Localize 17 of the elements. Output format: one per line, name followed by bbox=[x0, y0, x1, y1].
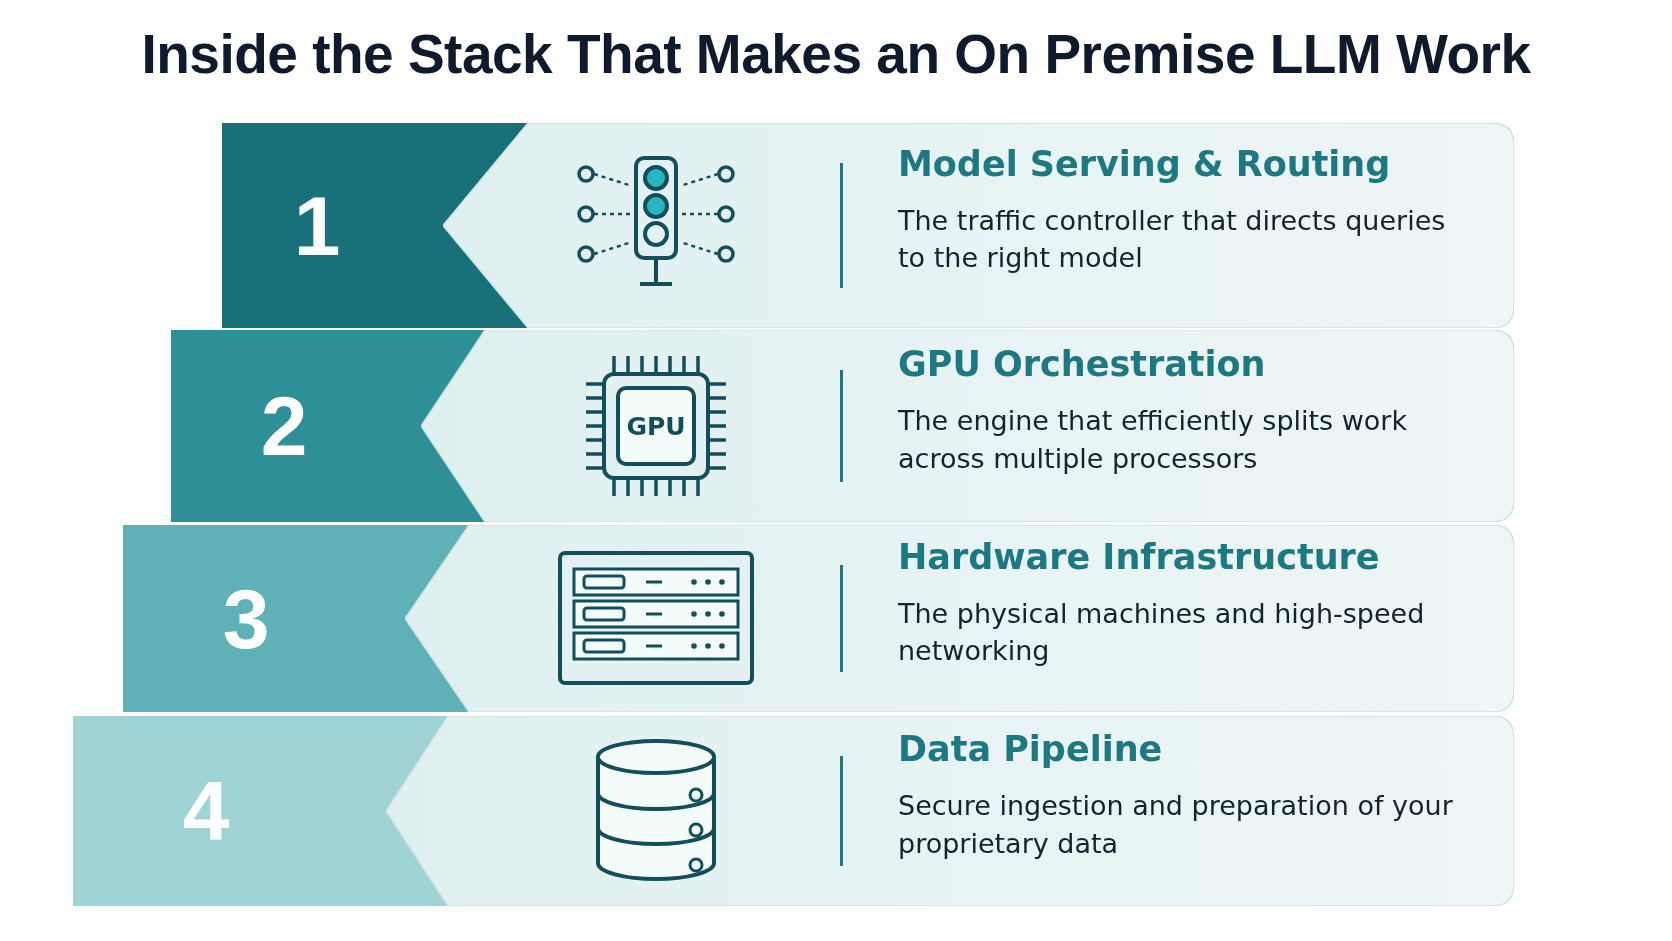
step-tab bbox=[73, 716, 448, 906]
step-number: 1 bbox=[293, 183, 341, 268]
step-tab bbox=[123, 525, 469, 712]
step-tab bbox=[171, 330, 485, 522]
step-heading: GPU Orchestration bbox=[898, 344, 1266, 384]
step-number: 3 bbox=[222, 576, 270, 661]
step-description: The engine that efficiently splits work across multiple processors bbox=[898, 404, 1409, 476]
step-description: The physical machines and high-speed networking bbox=[898, 596, 1426, 669]
step-number: 2 bbox=[260, 384, 308, 468]
title: Inside the Stack That Makes an On Premise LLM Work bbox=[140, 22, 1532, 86]
step-number: 4 bbox=[182, 769, 230, 853]
step-description: The traffic controller that directs queries to the right model bbox=[898, 203, 1447, 276]
step-heading: Model Serving & Routing bbox=[898, 143, 1391, 184]
step-heading: Hardware Infrastructure bbox=[898, 536, 1380, 577]
chip-label: GPU bbox=[626, 411, 686, 441]
step-description: Secure ingestion and preparation of your proprietary data bbox=[898, 789, 1454, 861]
step-heading: Data Pipeline bbox=[898, 729, 1163, 769]
